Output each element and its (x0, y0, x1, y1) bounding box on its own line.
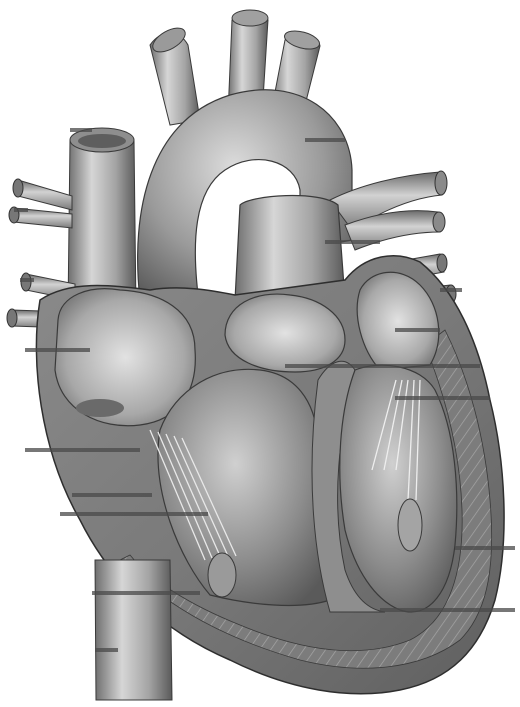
inferior-vena-cava (95, 560, 172, 700)
superior-vena-cava (68, 128, 136, 310)
papillary-muscle-left (398, 499, 422, 551)
papillary-muscle-right (208, 553, 236, 597)
